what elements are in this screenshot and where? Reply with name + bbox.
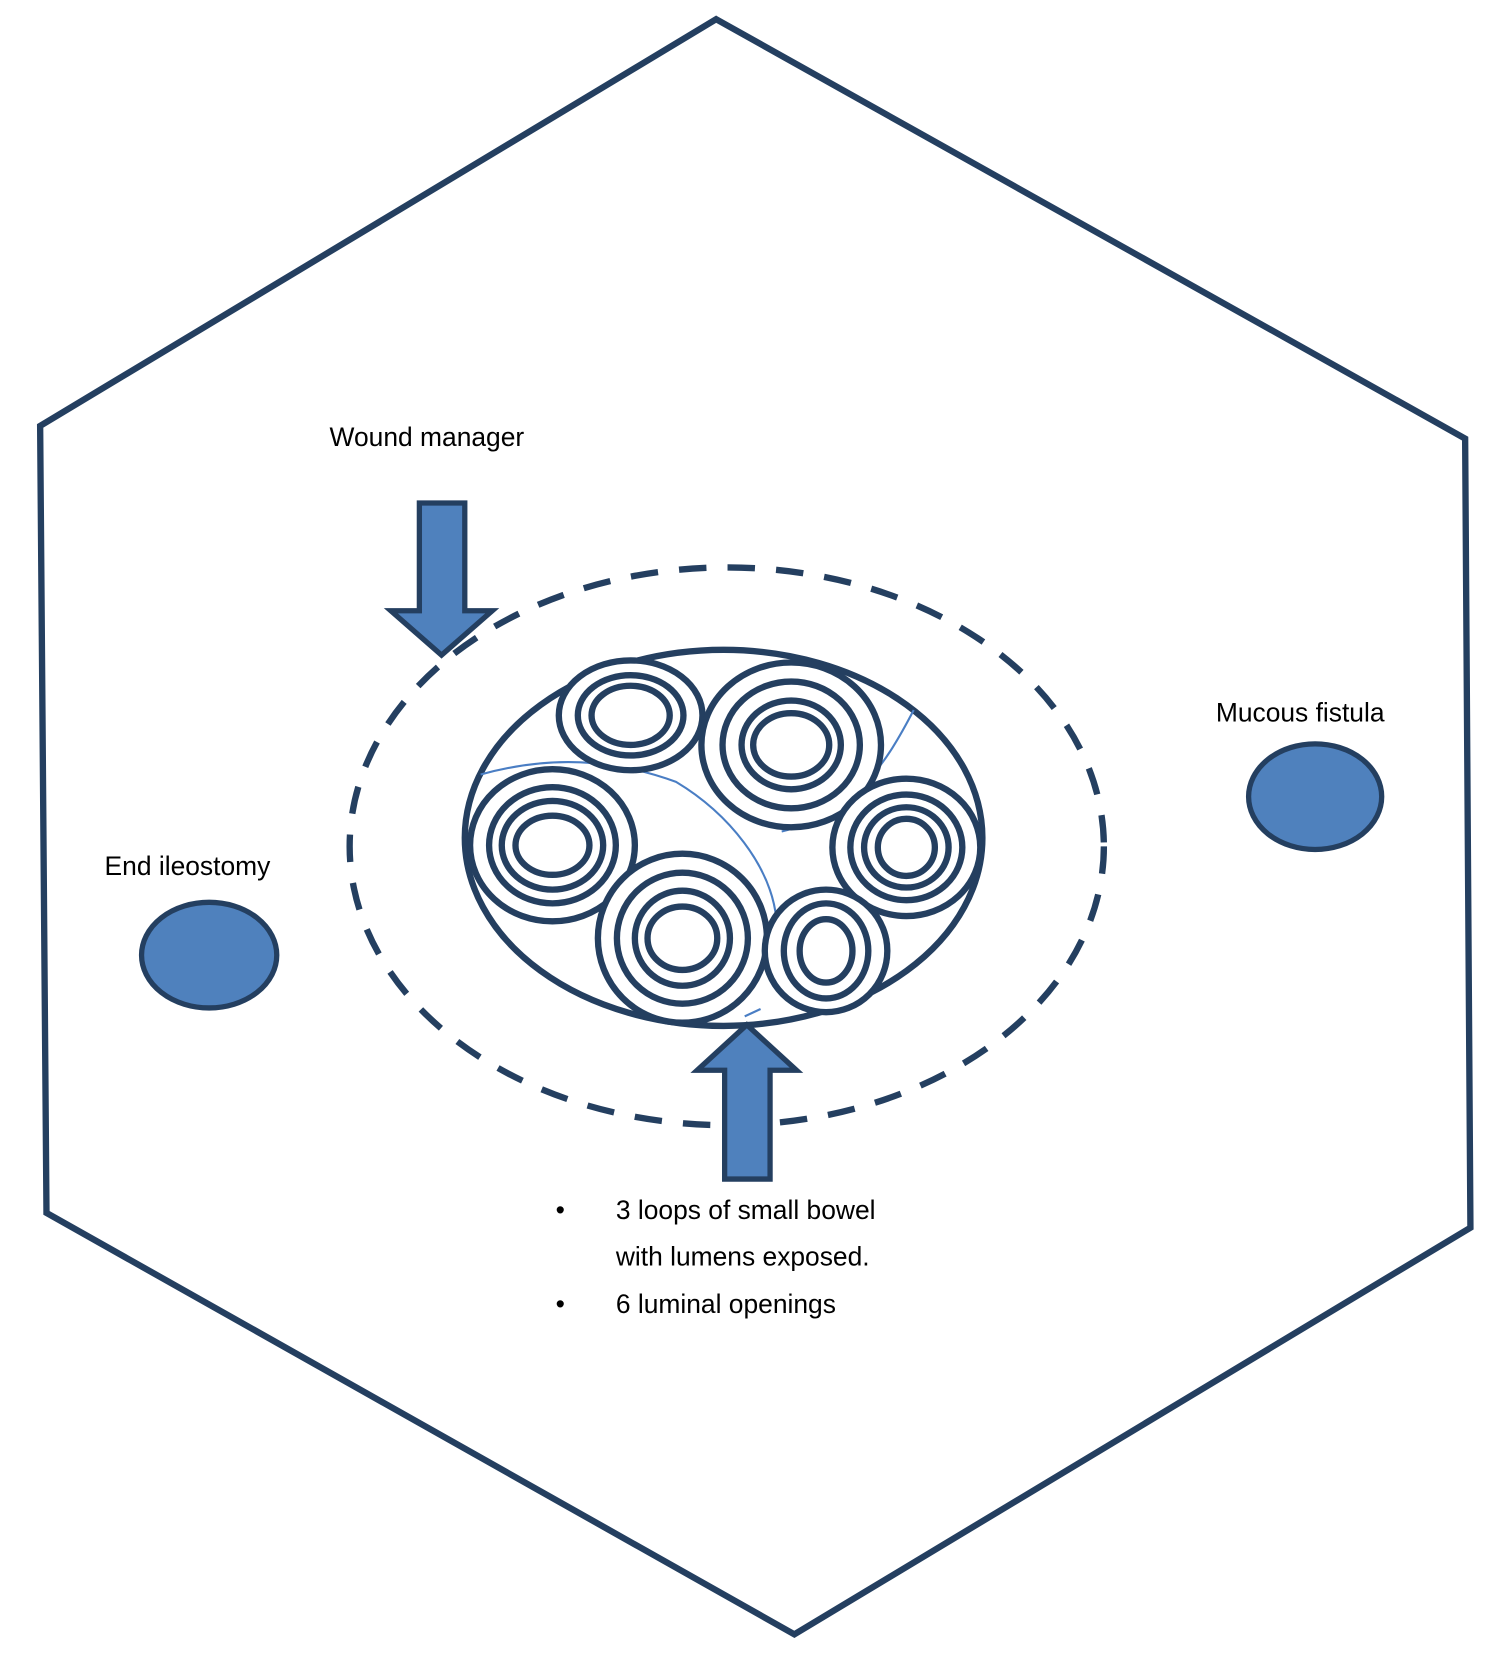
lumen-ring [574, 672, 687, 759]
mucous-fistula-label: Mucous fistula [1216, 698, 1385, 728]
note-bullet: • [556, 1289, 565, 1319]
lumen-ring [594, 850, 771, 1026]
lumen-ring [847, 791, 966, 904]
lumen-ring [631, 887, 734, 989]
mucous-fistula-stoma [1245, 741, 1385, 853]
luminal-opening [466, 766, 639, 925]
luminal-opening [829, 775, 984, 920]
lumen-ring [698, 659, 885, 831]
lumen-ring [719, 678, 864, 812]
lumen-ring [750, 710, 833, 780]
lumen-ring [796, 916, 856, 986]
lumen-ring [780, 900, 872, 1002]
wound-manager-arrow [383, 500, 500, 659]
lumen-ring [512, 812, 593, 879]
luminal-opening [761, 886, 891, 1016]
lumen-ring [613, 869, 752, 1007]
luminal-openings [466, 657, 984, 1026]
note-line: 3 loops of small bowel [616, 1195, 876, 1225]
wound-manager-label: Wound manager [330, 422, 525, 452]
lumen-ring [860, 804, 952, 891]
lumen-ring [588, 682, 673, 749]
lumen-ring [466, 766, 639, 925]
note-bullet: • [556, 1195, 565, 1225]
lumen-ring [485, 783, 620, 907]
lumen-ring [498, 797, 607, 893]
lumen-ring [738, 697, 845, 793]
lumen-ring [874, 815, 939, 880]
luminal-opening [555, 657, 706, 774]
abdomen-hexagon-outline [36, 15, 1474, 1639]
end-ileostomy-stoma [138, 899, 280, 1011]
bowel-loops-arrow [690, 1021, 804, 1182]
note-line: 6 luminal openings [616, 1289, 836, 1319]
luminal-opening [698, 659, 885, 831]
luminal-opening [594, 850, 771, 1026]
lumen-ring [644, 903, 721, 974]
wound-manager-dashed-boundary [346, 564, 1108, 1129]
lumen-ring [829, 775, 984, 920]
note-line: with lumens exposed. [615, 1242, 870, 1272]
end-ileostomy-label: End ileostomy [105, 851, 272, 881]
